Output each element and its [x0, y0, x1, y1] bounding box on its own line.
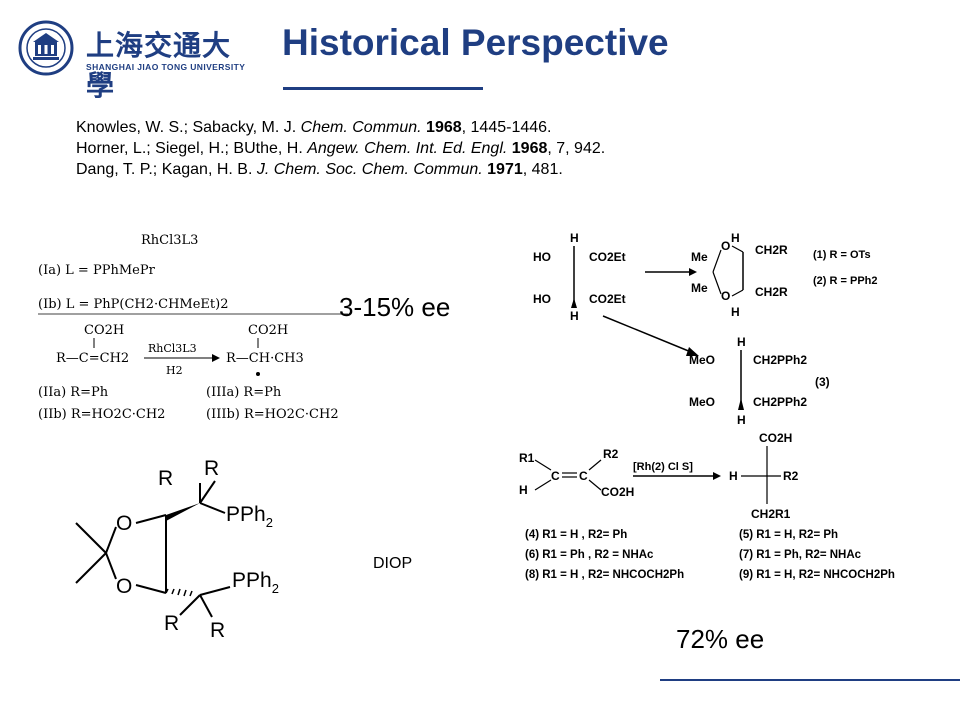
diop-structure: O O R R PPh2 PPh2 R R [75, 457, 279, 642]
tartrate-h-bottom: H [570, 309, 579, 323]
wedge-bond [166, 503, 200, 521]
substrate-iib: (IIb) R=HO2C·CH2 [38, 407, 165, 422]
product-iiib: (IIIb) R=HO2C·CH2 [206, 407, 339, 422]
stereocenter-dot [256, 372, 260, 376]
reactant-co2h: CO2H [84, 323, 124, 338]
product-ch2r1: CH2R1 [751, 507, 791, 521]
footer-rule [660, 679, 960, 681]
ligand-ib: (Ib) L = PhP(CH2·CHMeEt)2 [38, 297, 229, 312]
ee-low-label: 3-15% ee [339, 292, 451, 322]
product-co2h: CO2H [248, 323, 288, 338]
acetonide-me-bottom: Me [691, 281, 708, 295]
condition-2: (2) R = PPh2 [813, 275, 878, 287]
rh-catalyst: [Rh(2) Cl S] [633, 461, 693, 473]
university-logo: 上海交通大學 SHANGHAI JIAO TONG UNIVERSITY [18, 18, 245, 102]
tartrate-ho-top: HO [533, 250, 551, 264]
ee-high-label: 72% ee [676, 624, 765, 654]
compound-6: (6) R1 = Ph , R2 = NHAc [525, 549, 654, 561]
diop-pph2-bottom: PPh2 [232, 569, 279, 596]
acetonide-o-bottom: O [721, 289, 730, 303]
tartrate-co2et-top: CO2Et [589, 250, 626, 264]
condition-1: (1) R = OTs [813, 249, 871, 261]
title-underline [283, 87, 483, 90]
reference-list: Knowles, W. S.; Sabacky, M. J. Chem. Com… [76, 117, 605, 180]
acetonide-o-top: O [721, 239, 730, 253]
alkene-h: H [519, 483, 528, 497]
reference-1: Knowles, W. S.; Sabacky, M. J. Chem. Com… [76, 119, 552, 136]
diop-ch2pph2-top: CH2PPh2 [753, 353, 807, 367]
tartrate-co2et-bottom: CO2Et [589, 292, 626, 306]
substrate-iia: (IIa) R=Ph [38, 385, 109, 400]
reference-2: Horner, L.; Siegel, H.; BUthe, H. Angew.… [76, 140, 606, 157]
acetonide-h-bottom: H [731, 305, 740, 319]
diop-r-top-left: R [158, 467, 173, 490]
product-co2h: CO2H [759, 431, 792, 445]
compound-3-label: (3) [815, 375, 830, 389]
diop-meo-top: MeO [689, 353, 715, 367]
compound-5: (5) R1 = H, R2= Ph [739, 529, 838, 541]
compound-7: (7) R1 = Ph, R2= NHAc [739, 549, 862, 561]
slide-title: Historical Perspective [282, 22, 669, 63]
arrow-catalyst: RhCl3L3 [148, 342, 197, 355]
diop-r-top-right: R [204, 457, 219, 480]
product-acid: R—CH·CH3 [226, 351, 304, 366]
acetonide-h-top: H [731, 231, 740, 245]
acetonide-ch2r-bottom: CH2R [755, 285, 788, 299]
diop-oxygen-bottom: O [116, 575, 132, 598]
kagan-scheme: H HO CO2Et HO CO2Et H Me Me O O H H CH2R… [519, 231, 895, 581]
logo-english-name: SHANGHAI JIAO TONG UNIVERSITY [86, 62, 246, 72]
ligand-ia: (Ia) L = PPhMePr [38, 263, 156, 278]
diop-h-bottom: H [737, 413, 746, 427]
reactant-alkene: R—C=CH2 [56, 351, 129, 366]
tartrate-h-top: H [570, 231, 579, 245]
compound-8: (8) R1 = H , R2= NHCOCH2Ph [525, 569, 684, 581]
logo-chinese-name: 上海交通大學 [86, 29, 232, 102]
compound-4: (4) R1 = H , R2= Ph [525, 529, 627, 541]
product-iiia: (IIIa) R=Ph [206, 385, 282, 400]
product-r2: R2 [783, 469, 799, 483]
alkene-co2h: CO2H [601, 485, 634, 499]
alkene-r1: R1 [519, 451, 535, 465]
diop-r-bottom-right: R [210, 619, 225, 642]
tartrate-ho-bottom: HO [533, 292, 551, 306]
university-seal-icon [18, 20, 74, 76]
alkene-c1: C [551, 469, 560, 483]
diop-label: DIOP [373, 555, 413, 572]
alkene-c2: C [579, 469, 588, 483]
acetonide-me-top: Me [691, 250, 708, 264]
reference-3: Dang, T. P.; Kagan, H. B. J. Chem. Soc. … [76, 161, 563, 178]
diop-meo-bottom: MeO [689, 395, 715, 409]
arrow-hydrogen: H2 [166, 364, 183, 377]
diop-ch2pph2-bottom: CH2PPh2 [753, 395, 807, 409]
diop-r-bottom-left: R [164, 612, 179, 635]
knowles-horner-scheme: RhCl3L3 (Ia) L = PPhMePr (Ib) L = PhP(CH… [38, 233, 348, 422]
reaction-arrowhead [212, 354, 220, 362]
compound-9: (9) R1 = H, R2= NHCOCH2Ph [739, 569, 895, 581]
product-h: H [729, 469, 738, 483]
diop-oxygen-top: O [116, 512, 132, 535]
alkene-r2: R2 [603, 447, 619, 461]
catalyst-rhcl3l3: RhCl3L3 [141, 233, 198, 248]
diop-h-top: H [737, 335, 746, 349]
acetonide-ch2r-top: CH2R [755, 243, 788, 257]
diop-pph2-top: PPh2 [226, 503, 273, 530]
